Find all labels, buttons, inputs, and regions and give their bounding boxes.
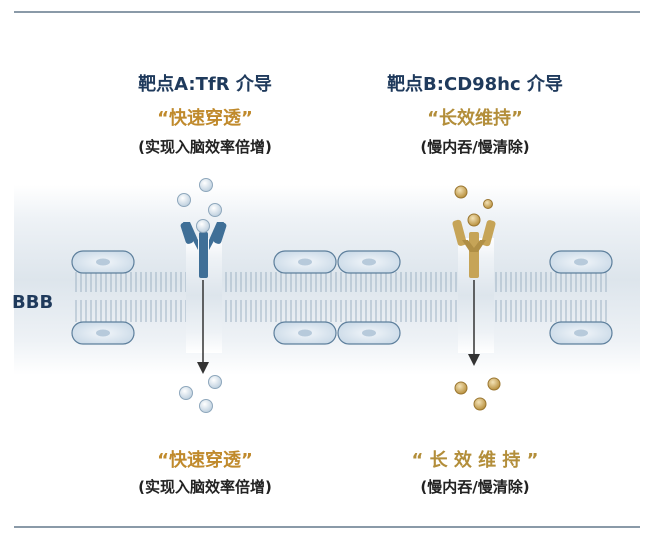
particle-icon [473,397,487,411]
bbb-label: BBB [12,292,54,313]
cell-nucleus [96,258,110,266]
tfr-receptor-icon [180,222,227,278]
particle-icon [199,178,213,192]
cell-nucleus [574,258,588,266]
particle-icon [177,193,191,207]
cell-row-bottom [71,321,613,345]
particle-icon [454,185,468,199]
particle-icon [179,386,193,400]
left-title: 靶点A:TfR 介导 [138,74,272,95]
particle-icon [208,375,222,389]
cell-nucleus [298,329,312,337]
particle-icon [483,199,493,209]
right-quote: “长效维持” [427,108,523,129]
particle-group-left-bottom [179,375,222,413]
particle-icon [467,213,481,227]
particle-icon [208,203,222,217]
particle-icon [199,399,213,413]
particle-group-left-top [177,178,222,233]
bottom-rule [14,526,640,528]
particle-group-right-top [454,185,493,227]
right-bottom-quote: “ 长 效 维 持 ” [411,450,539,471]
left-subtitle: (实现入脑效率倍增) [138,138,272,156]
cd98hc-receptor-icon [452,219,496,278]
particle-group-right-bottom [454,377,501,411]
cell-nucleus [362,258,376,266]
cell-row-top [71,250,613,274]
left-quote: “快速穿透” [157,108,253,129]
cell-nucleus [362,329,376,337]
left-bottom-subtitle: (实现入脑效率倍增) [138,478,272,496]
cell-nucleus [574,329,588,337]
cell-nucleus [298,258,312,266]
top-rule [14,11,640,13]
left-bottom-quote: “快速穿透” [157,450,253,471]
arrow-down-icon [468,280,480,366]
cell-nucleus [96,329,110,337]
right-bottom-subtitle: (慢内吞/慢清除) [420,478,530,496]
lipid-tails [75,272,607,322]
particle-icon [196,219,210,233]
right-title: 靶点B:CD98hc 介导 [387,74,563,95]
arrow-down-icon [197,280,209,374]
particle-icon [487,377,501,391]
right-subtitle: (慢内吞/慢清除) [420,138,530,156]
particle-icon [454,381,468,395]
